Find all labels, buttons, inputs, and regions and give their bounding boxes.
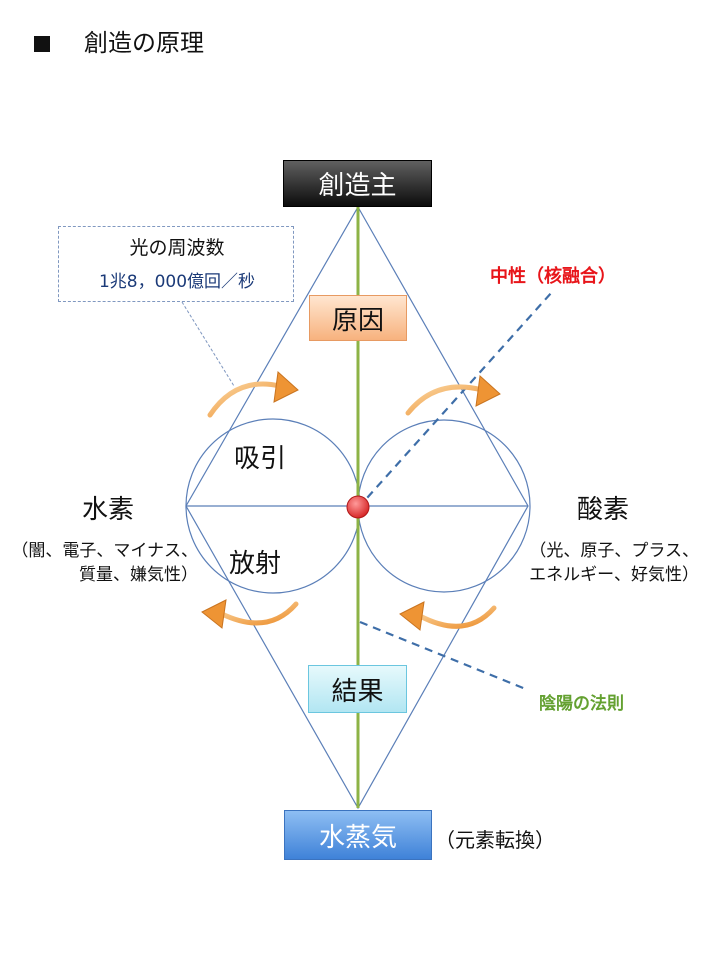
page-title: 創造の原理 xyxy=(84,29,204,57)
callout-value: 1兆8，000億回／秒 xyxy=(98,272,256,292)
radiation-label: 放射 xyxy=(229,549,282,579)
neutral-dashed-line xyxy=(357,291,553,509)
yin-yang-law-label: 陰陽の法則 xyxy=(539,694,624,714)
neutral-fusion-label: 中性（核融合） xyxy=(490,266,616,287)
transmutation-label: （元素転換） xyxy=(435,828,555,852)
creator-box: 創造主 xyxy=(283,160,432,207)
rotation-arrow-upper-left xyxy=(207,370,299,418)
hydrogen-note-line1: （闇、電子、マイナス、 xyxy=(11,541,198,561)
oxygen-note-line1: （光、原子、プラス、 xyxy=(529,541,699,561)
rotation-arrow-upper-right xyxy=(405,374,501,416)
cause-box: 原因 xyxy=(309,295,407,341)
callout-leader-line xyxy=(181,301,235,387)
callout-title: 光の周波数 xyxy=(129,237,225,259)
title-bullet-icon xyxy=(34,36,50,52)
center-dot xyxy=(346,495,370,519)
frequency-callout: 光の周波数 1兆8，000億回／秒 xyxy=(58,226,294,302)
oxygen-label: 酸素 xyxy=(577,495,630,525)
attraction-label: 吸引 xyxy=(234,444,287,474)
steam-box: 水蒸気 xyxy=(284,810,432,860)
rotation-arrow-lower-left xyxy=(201,599,299,629)
result-box: 結果 xyxy=(308,665,407,713)
yin-yang-dashed-line xyxy=(359,620,529,692)
oxygen-note-line2: エネルギー、好気性） xyxy=(529,565,699,585)
hydrogen-note-line2: 質量、嫌気性） xyxy=(79,565,198,585)
rotation-arrow-lower-right xyxy=(399,601,497,631)
hydrogen-label: 水素 xyxy=(82,495,135,525)
